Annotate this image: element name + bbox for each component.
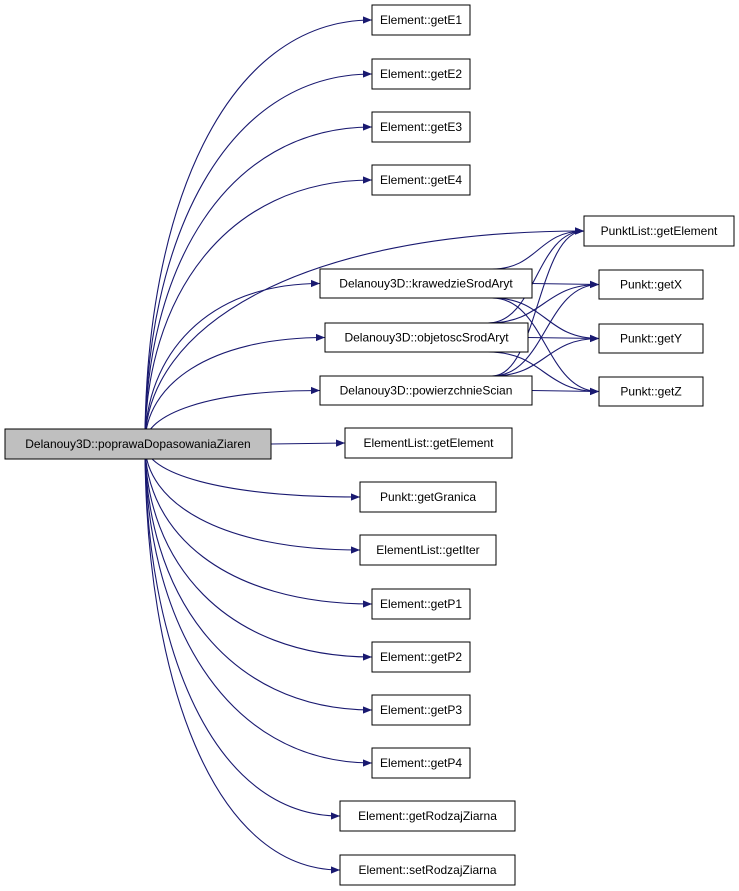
- node-label-getE2: Element::getE2: [380, 67, 462, 81]
- node-label-setRodzaj: Element::setRodzajZiarna: [358, 863, 496, 877]
- node-label-getP3: Element::getP3: [380, 703, 462, 717]
- edge-kraw-to-getY: [491, 297, 600, 343]
- node-label-obj: Delanouy3D::objetoscSrodAryt: [344, 331, 509, 345]
- node-getY[interactable]: Punkt::getY: [598, 323, 704, 354]
- edge-root-to-getRodzaj: [144, 443, 341, 820]
- node-getE4[interactable]: Element::getE4: [371, 164, 471, 196]
- edge-root-to-pl_getElement: [144, 227, 585, 445]
- node-el_getElement[interactable]: ElementList::getElement: [344, 427, 513, 459]
- node-label-getP1: Element::getP1: [380, 597, 462, 611]
- edge-obj-to-getZ: [487, 351, 600, 396]
- edge-kraw-to-getX: [531, 280, 600, 288]
- node-box-setRodzaj: [339, 854, 516, 886]
- node-obj[interactable]: Delanouy3D::objetoscSrodAryt: [324, 322, 529, 353]
- node-label-pl_getElement: PunktList::getElement: [601, 224, 718, 238]
- edge-root-to-obj: [144, 333, 326, 445]
- node-box-getIter: [359, 534, 497, 566]
- edge-root-to-getP2: [144, 443, 373, 661]
- node-getP4[interactable]: Element::getP4: [371, 747, 471, 779]
- node-getE3[interactable]: Element::getE3: [371, 111, 471, 143]
- node-box-getP2: [371, 641, 471, 673]
- node-label-getE1: Element::getE1: [380, 13, 462, 27]
- node-getZ[interactable]: Punkt::getZ: [598, 376, 704, 407]
- edge-pow-to-getZ: [531, 387, 600, 395]
- edge-root-to-getE4: [144, 176, 373, 445]
- node-box-getRodzaj: [339, 800, 516, 832]
- node-box-getP1: [371, 588, 471, 620]
- node-box-el_getElement: [344, 427, 513, 459]
- node-box-getE4: [371, 164, 471, 196]
- node-setRodzaj[interactable]: Element::setRodzajZiarna: [339, 854, 516, 886]
- node-label-kraw: Delanouy3D::krawedzieSrodAryt: [339, 277, 513, 291]
- node-getP1[interactable]: Element::getP1: [371, 588, 471, 620]
- edge-obj-to-getX: [487, 280, 600, 324]
- node-box-getY: [598, 323, 704, 354]
- node-box-pl_getElement: [583, 215, 735, 247]
- node-label-getX: Punkt::getX: [620, 278, 682, 292]
- edge-root-to-getP4: [144, 443, 373, 767]
- node-box-getGranica: [359, 481, 497, 513]
- node-root[interactable]: Delanouy3D::poprawaDopasowaniaZiaren: [4, 428, 272, 460]
- node-label-el_getElement: ElementList::getElement: [363, 436, 494, 450]
- edge-obj-to-pl_getElement: [487, 227, 585, 324]
- node-getGranica[interactable]: Punkt::getGranica: [359, 481, 497, 513]
- node-getX[interactable]: Punkt::getX: [598, 269, 704, 300]
- node-label-pow: Delanouy3D::powierzchnieScian: [340, 384, 513, 398]
- node-label-getY: Punkt::getY: [620, 332, 682, 346]
- node-box-kraw: [319, 268, 533, 299]
- node-box-pow: [319, 375, 533, 406]
- edge-kraw-to-pl_getElement: [491, 227, 585, 270]
- edge-pow-to-getY: [491, 334, 600, 377]
- nodes: Delanouy3D::poprawaDopasowaniaZiarenElem…: [4, 4, 735, 886]
- edge-root-to-el_getElement: [270, 439, 346, 447]
- edge-root-to-setRodzaj: [144, 443, 341, 874]
- node-box-getE3: [371, 111, 471, 143]
- node-getE1[interactable]: Element::getE1: [371, 4, 471, 36]
- edge-root-to-kraw: [144, 279, 321, 445]
- edge-kraw-to-getZ: [491, 297, 600, 396]
- node-box-getE2: [371, 58, 471, 90]
- edge-root-to-getE3: [144, 123, 373, 445]
- node-getIter[interactable]: ElementList::getIter: [359, 534, 497, 566]
- node-box-getP4: [371, 747, 471, 779]
- edge-root-to-getP3: [144, 443, 373, 714]
- node-label-getP2: Element::getP2: [380, 650, 462, 664]
- edge-pow-to-pl_getElement: [491, 227, 585, 377]
- node-box-getP3: [371, 694, 471, 726]
- node-pow[interactable]: Delanouy3D::powierzchnieScian: [319, 375, 533, 406]
- edge-obj-to-getY: [527, 334, 600, 342]
- node-label-getE4: Element::getE4: [380, 173, 462, 187]
- node-box-getZ: [598, 376, 704, 407]
- node-label-root: Delanouy3D::poprawaDopasowaniaZiaren: [25, 437, 250, 451]
- edge-root-to-getP1: [144, 443, 373, 608]
- node-box-root: [4, 428, 272, 460]
- node-kraw[interactable]: Delanouy3D::krawedzieSrodAryt: [319, 268, 533, 299]
- node-label-getE3: Element::getE3: [380, 120, 462, 134]
- node-pl_getElement[interactable]: PunktList::getElement: [583, 215, 735, 247]
- node-label-getZ: Punkt::getZ: [620, 385, 681, 399]
- node-box-getX: [598, 269, 704, 300]
- node-getE2[interactable]: Element::getE2: [371, 58, 471, 90]
- node-box-obj: [324, 322, 529, 353]
- edge-root-to-getE1: [144, 16, 373, 445]
- node-label-getIter: ElementList::getIter: [376, 543, 479, 557]
- edges: [144, 16, 600, 874]
- node-label-getRodzaj: Element::getRodzajZiarna: [358, 809, 497, 823]
- node-getP3[interactable]: Element::getP3: [371, 694, 471, 726]
- edge-pow-to-getX: [491, 280, 600, 377]
- node-getRodzaj[interactable]: Element::getRodzajZiarna: [339, 800, 516, 832]
- node-label-getP4: Element::getP4: [380, 756, 462, 770]
- node-box-getE1: [371, 4, 471, 36]
- node-label-getGranica: Punkt::getGranica: [380, 490, 476, 504]
- edge-root-to-getE2: [144, 70, 373, 445]
- edge-root-to-getIter: [144, 443, 361, 554]
- node-getP2[interactable]: Element::getP2: [371, 641, 471, 673]
